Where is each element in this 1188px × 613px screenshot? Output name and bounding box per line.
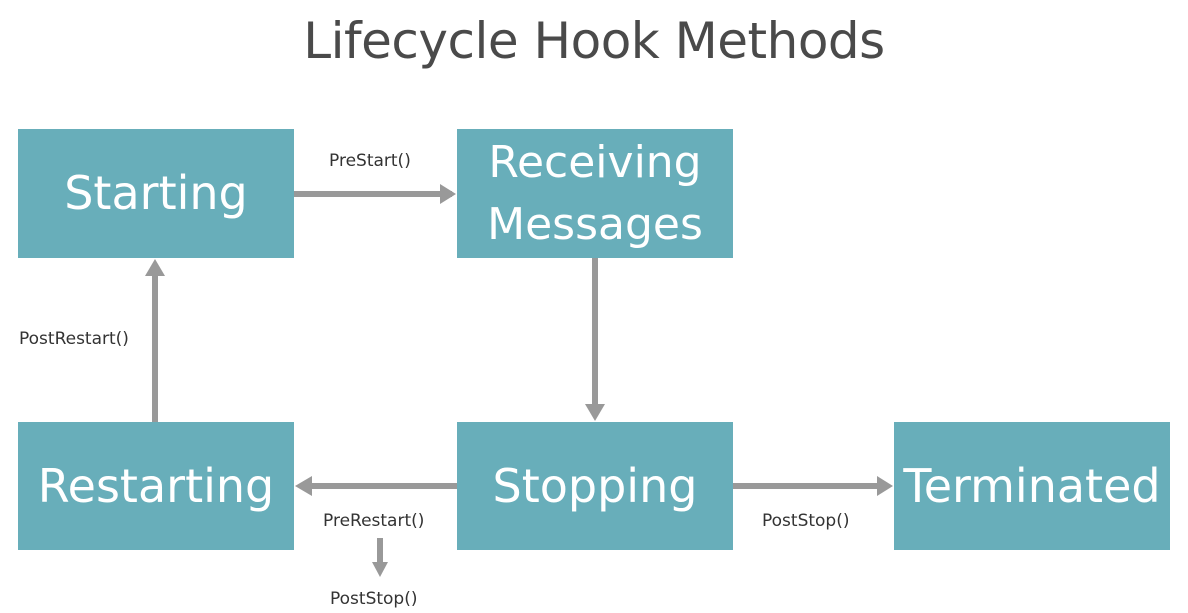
node-starting: Starting [18,129,294,258]
edge-label-poststop-terminate: PostStop() [762,511,850,531]
arrowhead-stopping-to-terminated [877,476,893,496]
edge-label-prerestart: PreRestart() [323,511,425,531]
arrowhead-starting-to-receiving [440,184,456,204]
node-restarting: Restarting [18,422,294,550]
node-terminated: Terminated [894,422,1170,550]
diagram-title: Lifecycle Hook Methods [303,12,885,70]
arrowhead-receiving-to-stopping [585,404,605,421]
edge-label-prestart: PreStart() [329,151,411,171]
node-stopping: Stopping [457,422,733,550]
edge-label-postrestart: PostRestart() [19,329,129,349]
node-restarting-label: Restarting [37,458,275,513]
arrowhead-prerestart-poststop [372,562,388,577]
edge-label-poststop-restart: PostStop() [330,589,418,609]
node-stopping-label: Stopping [492,458,698,513]
node-starting-label: Starting [64,166,248,221]
node-receiving-label: Receiving Messages [487,136,703,250]
arrowhead-stopping-to-restarting [295,476,312,496]
node-terminated-label: Terminated [903,458,1161,513]
arrowhead-restarting-to-starting [145,259,165,276]
node-receiving-messages: Receiving Messages [457,129,733,258]
